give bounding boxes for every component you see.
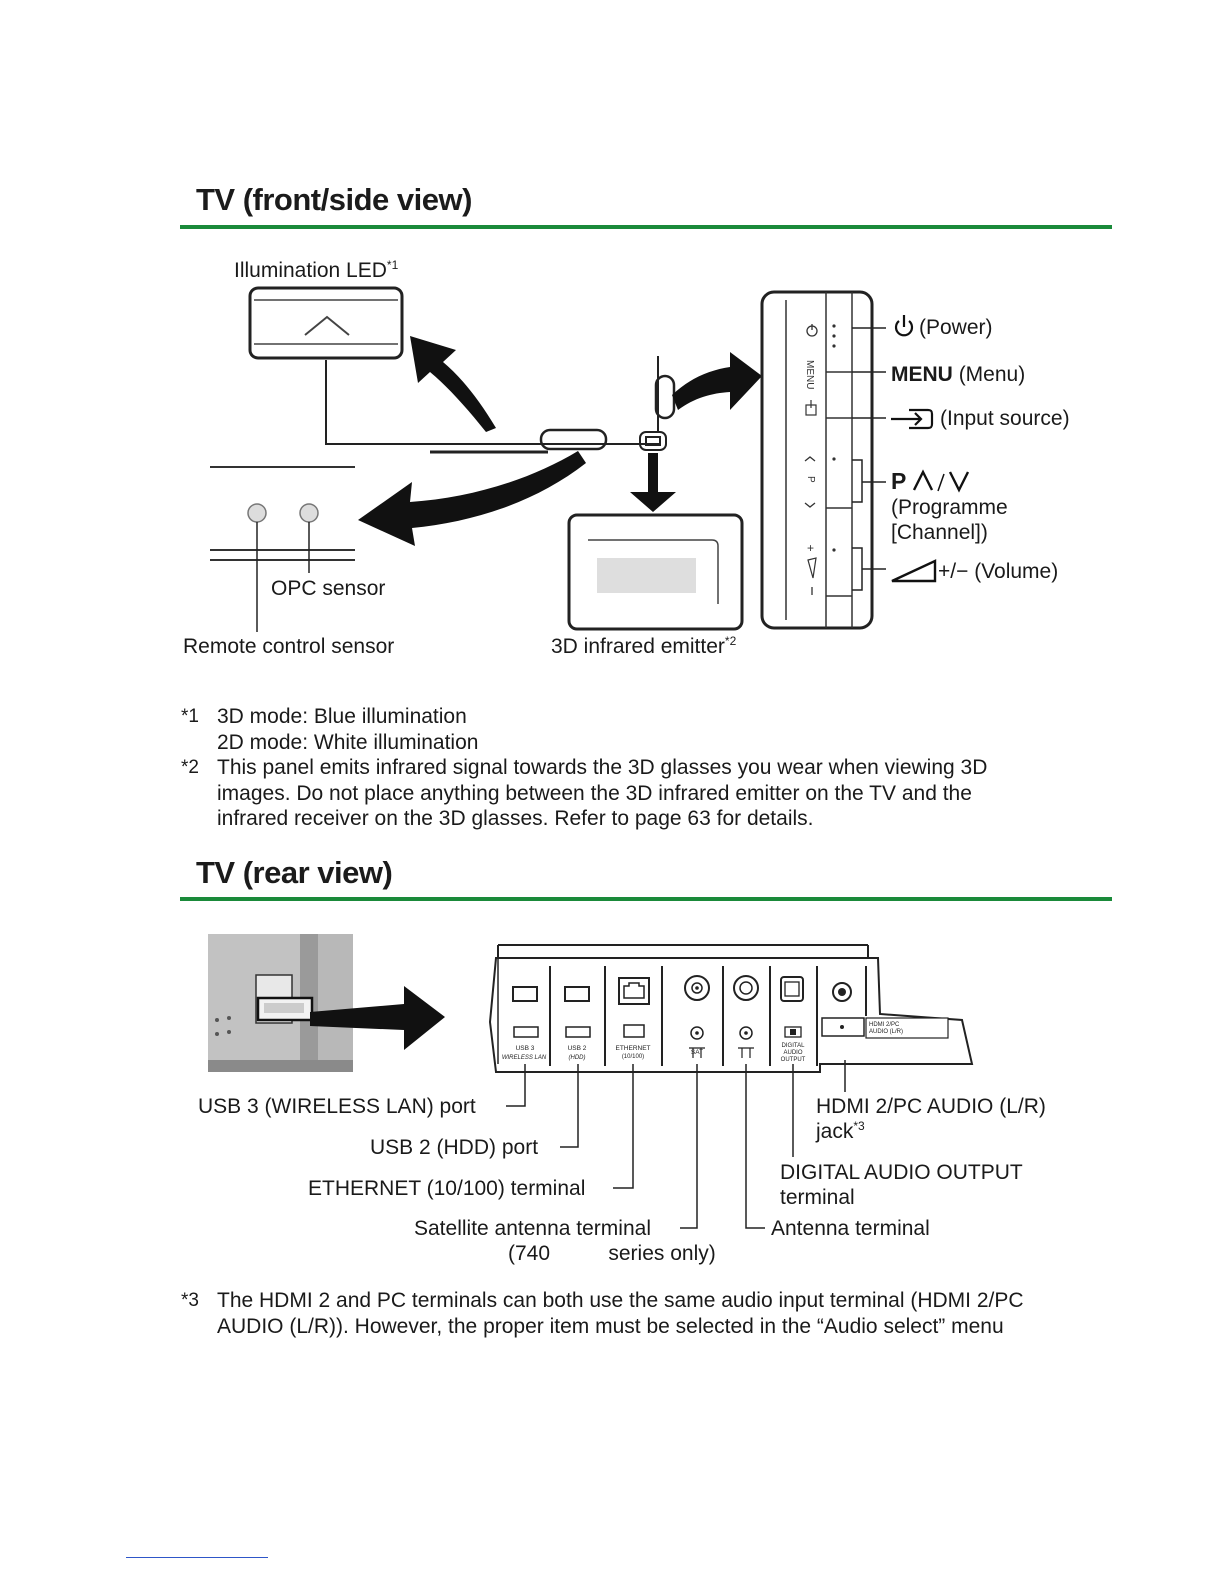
tv-rear-photo bbox=[208, 934, 353, 1072]
emitter-detail bbox=[567, 513, 744, 631]
illumination-led-detail bbox=[248, 286, 404, 360]
rear-view-rule bbox=[180, 897, 1112, 901]
arrow-to-sensors bbox=[358, 451, 586, 546]
side-control-panel: MENU P + bbox=[760, 290, 886, 630]
page-link-underline bbox=[126, 1557, 268, 1558]
rear-leader-lines bbox=[506, 1060, 846, 1229]
hdmi-printed-1: HDMI 2/PC bbox=[869, 1022, 900, 1028]
satellite-label-line1: Satellite antenna terminal bbox=[414, 1217, 651, 1240]
front-view-rule bbox=[180, 225, 1112, 229]
remote-sensor-label: Remote control sensor bbox=[183, 635, 395, 658]
programme-p-label: P bbox=[891, 468, 907, 494]
footnote-2: *2 This panel emits infrared signal towa… bbox=[181, 756, 988, 830]
programme-label-line1: (Programme bbox=[891, 496, 1008, 519]
digital-printed-3: OUTPUT bbox=[781, 1057, 806, 1063]
programme-label-line2: [Channel]) bbox=[891, 521, 988, 544]
hdmi-label-line1: HDMI 2/PC AUDIO (L/R) bbox=[816, 1095, 1046, 1118]
input-source-icon bbox=[891, 408, 934, 430]
power-label: (Power) bbox=[919, 316, 993, 339]
digital-printed-2: AUDIO bbox=[783, 1050, 802, 1056]
arrow-to-emitter bbox=[630, 453, 676, 512]
svg-text:P: P bbox=[805, 476, 816, 483]
tv-body bbox=[325, 356, 676, 454]
usb3-printed-2: WIRELESS LAN bbox=[502, 1055, 547, 1061]
volume-icon bbox=[891, 559, 937, 583]
usb2-printed-1: USB 2 bbox=[568, 1045, 587, 1052]
eth-printed-2: (10/100) bbox=[622, 1054, 644, 1060]
power-icon bbox=[894, 315, 914, 337]
programme-up-down-icon bbox=[912, 469, 970, 493]
antenna-label: Antenna terminal bbox=[771, 1217, 930, 1240]
rear-view-title: TV (rear view) bbox=[196, 855, 393, 890]
rear-view-diagram: USB 3 WIRELESS LAN USB 2 (HDD) ETHERNET … bbox=[208, 934, 974, 1073]
eth-printed-1: ETHERNET bbox=[615, 1045, 650, 1052]
digital-label-line1: DIGITAL AUDIO OUTPUT bbox=[780, 1161, 1023, 1184]
input-source-label: (Input source) bbox=[940, 407, 1070, 430]
satellite-label-line2: (740 series only) bbox=[508, 1242, 716, 1265]
volume-label: +/− (Volume) bbox=[938, 560, 1059, 583]
footnote-1: *1 3D mode: Blue illumination 2D mode: W… bbox=[181, 705, 479, 754]
opc-sensor-label: OPC sensor bbox=[271, 577, 386, 600]
svg-text:+: + bbox=[807, 541, 814, 555]
hdmi-printed-2: AUDIO (L/R) bbox=[869, 1029, 903, 1035]
sensor-detail bbox=[210, 466, 355, 632]
menu-label: MENU (Menu) bbox=[891, 363, 1026, 386]
usb2-printed-2: (HDD) bbox=[569, 1055, 586, 1061]
remote-sensor-dot bbox=[247, 503, 267, 523]
ethernet-label: ETHERNET (10/100) terminal bbox=[308, 1177, 586, 1200]
arrow-to-side-panel bbox=[672, 352, 762, 410]
terminal-panel: USB 3 WIRELESS LAN USB 2 (HDD) ETHERNET … bbox=[488, 944, 974, 1073]
usb3-printed-1: USB 3 bbox=[516, 1045, 535, 1052]
emitter-label: 3D infrared emitter*2 bbox=[551, 634, 737, 658]
opc-sensor-dot bbox=[299, 503, 319, 523]
digital-label-line2: terminal bbox=[780, 1186, 855, 1209]
illumination-led-label: Illumination LED*1 bbox=[234, 258, 399, 282]
front-view-title: TV (front/side view) bbox=[196, 182, 472, 217]
hdmi-label-line2: jack*3 bbox=[816, 1119, 865, 1143]
front-view-diagram: MENU P + bbox=[210, 286, 970, 632]
usb3-label: USB 3 (WIRELESS LAN) port bbox=[198, 1095, 476, 1118]
digital-printed-1: DIGITAL bbox=[782, 1043, 806, 1049]
arrow-to-terminals bbox=[310, 986, 445, 1050]
footnote-3: *3 The HDMI 2 and PC terminals can both … bbox=[181, 1289, 1024, 1338]
usb2-label: USB 2 (HDD) port bbox=[370, 1136, 539, 1159]
panel-menu-text: MENU bbox=[804, 360, 815, 389]
arrow-to-led bbox=[410, 336, 496, 432]
sat-printed: SAT bbox=[691, 1049, 703, 1056]
